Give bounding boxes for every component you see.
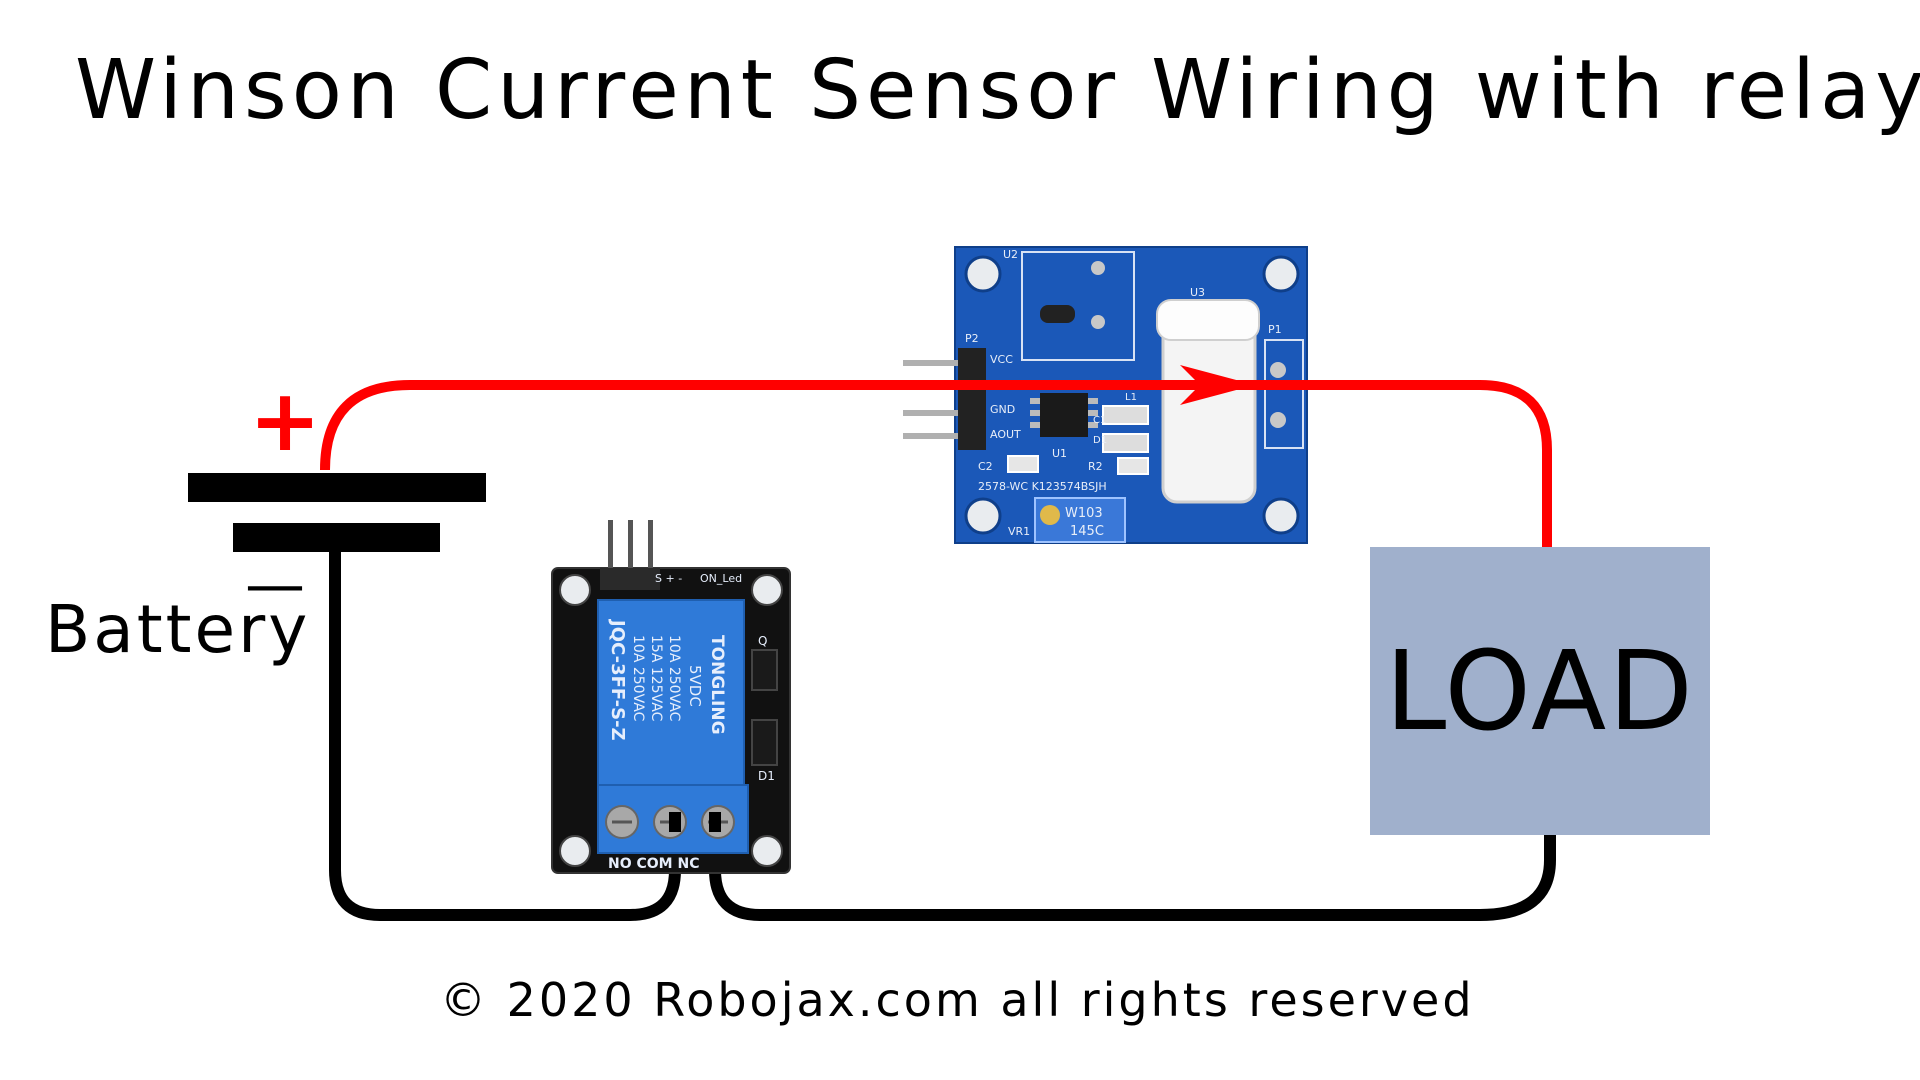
sensor-label-p2: P2 [965, 332, 979, 345]
relay-d1-label: D1 [758, 769, 775, 783]
sensor-pot-code-1: W103 [1065, 506, 1103, 521]
sensor-label-d1: D1 [1093, 435, 1107, 446]
relay-brand: TONGLING [707, 635, 727, 735]
sensor-label-vr1: VR1 [1008, 525, 1030, 538]
load-box: LOAD [1370, 547, 1710, 835]
sensor-pot-code-2: 145C [1070, 524, 1104, 539]
relay-rating-1: 10A 250VAC [666, 635, 682, 722]
sensor-label-u3: U3 [1190, 286, 1205, 299]
battery-minus-sign: — [245, 550, 305, 620]
battery-positive-plate [188, 473, 486, 502]
sensor-label-c1: C1 [1093, 415, 1106, 426]
current-direction-arrow [1180, 365, 1255, 405]
sensor-label-r2: R2 [1088, 460, 1103, 473]
return-wire-relay-to-load [709, 812, 1556, 921]
diagram-title: Winson Current Sensor Wiring with relay [75, 43, 1920, 138]
sensor-part-number: 2578-WC K123574BSJH [978, 480, 1107, 493]
current-sensor-board: U2 U3 P1 P2 VCC GND AOUT C2 U1 R2 L1 D1 … [903, 246, 1308, 544]
sensor-label-gnd: GND [990, 403, 1015, 416]
relay-pin-labels: S + - [655, 572, 682, 585]
relay-rating-2: 15A 125VAC [648, 635, 664, 722]
sensor-label-l1: L1 [1125, 392, 1137, 403]
sensor-label-vcc: VCC [990, 353, 1013, 366]
relay-module: TONGLING 5VDC 10A 250VAC 15A 125VAC 10A … [551, 520, 791, 874]
battery-label: Battery [45, 591, 311, 668]
relay-terminal-labels: NO COM NC [608, 856, 699, 872]
relay-q-label: Q [758, 634, 767, 648]
sensor-label-p1: P1 [1268, 323, 1282, 336]
sensor-label-u1: U1 [1052, 447, 1067, 460]
negative-wire-battery-to-relay [329, 545, 681, 921]
battery-negative-plate [233, 523, 440, 552]
sensor-label-c2: C2 [978, 460, 993, 473]
relay-rating-3: 10A 250VAC [630, 635, 646, 722]
sensor-label-aout: AOUT [990, 428, 1021, 441]
sensor-label-u2: U2 [1003, 248, 1018, 261]
copyright-footer: © 2020 Robojax.com all rights reserved [440, 973, 1475, 1027]
battery-plus-sign: + [249, 371, 321, 471]
battery-symbol: + — [188, 371, 486, 620]
positive-wire [320, 380, 1552, 547]
relay-voltage: 5VDC [686, 665, 704, 707]
relay-led-label: ON_Led [700, 572, 742, 585]
relay-model: JQC-3FF-S-Z [607, 618, 628, 741]
load-label: LOAD [1385, 627, 1695, 755]
